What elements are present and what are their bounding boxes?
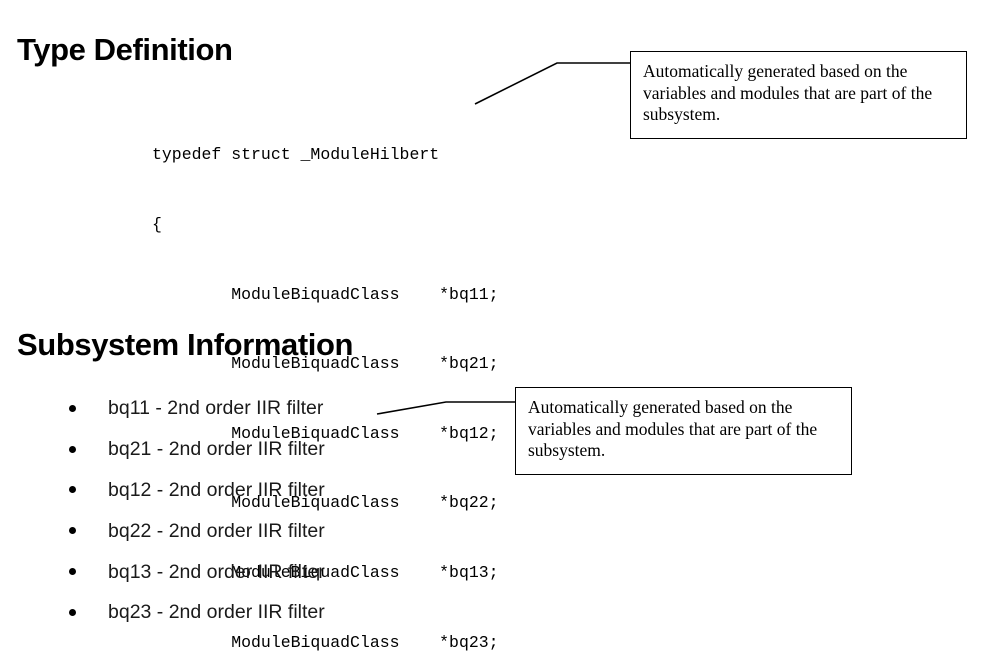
list-item: bq21 - 2nd order IIR filter	[63, 429, 325, 470]
bullet-dot-icon	[69, 445, 76, 453]
callout-text: Automatically generated based on the var…	[528, 397, 818, 460]
code-block-typedef: typedef struct _ModuleHilbert { ModuleBi…	[152, 97, 499, 663]
list-item-label: bq21 - 2nd order IIR filter	[108, 438, 325, 461]
bullet-dot-icon	[69, 527, 76, 535]
callout-box-subsystem: Automatically generated based on the var…	[515, 387, 852, 475]
callout-text: Automatically generated based on the var…	[643, 61, 933, 124]
subsystem-bullet-list: bq11 - 2nd order IIR filter bq21 - 2nd o…	[63, 388, 325, 633]
code-line: {	[152, 215, 162, 234]
bullet-dot-icon	[69, 568, 76, 576]
callout-box-typedef: Automatically generated based on the var…	[630, 51, 967, 139]
code-line: ModuleBiquadClass *bq12;	[152, 423, 499, 443]
page-title-subsystem-information: Subsystem Information	[17, 327, 354, 362]
list-item-label: bq22 - 2nd order IIR filter	[108, 519, 325, 542]
code-line: ModuleBiquadClass *bq11;	[152, 284, 499, 304]
list-item-label: bq12 - 2nd order IIR filter	[108, 478, 325, 501]
bullet-dot-icon	[69, 486, 76, 494]
list-item: bq11 - 2nd order IIR filter	[63, 388, 325, 429]
page-title-type-definition: Type Definition	[17, 32, 233, 67]
bullet-dot-icon	[69, 608, 76, 616]
code-line: typedef struct _ModuleHilbert	[152, 145, 440, 165]
code-line: ModuleBiquadClass *bq23;	[152, 632, 499, 652]
code-line: ModuleBiquadClass *bq21;	[152, 354, 499, 374]
bullet-dot-icon	[69, 404, 76, 412]
list-item: bq12 - 2nd order IIR filter	[63, 470, 325, 511]
code-line: ModuleBiquadClass *bq13;	[152, 562, 499, 582]
list-item: bq23 - 2nd order IIR filter	[63, 592, 325, 633]
list-item-label: bq11 - 2nd order IIR filter	[108, 397, 324, 420]
list-item: bq22 - 2nd order IIR filter	[63, 510, 325, 551]
list-item: bq13 - 2nd order IIR filter	[63, 551, 325, 592]
list-item-label: bq23 - 2nd order IIR filter	[108, 601, 325, 624]
list-item-label: bq13 - 2nd order IIR filter	[108, 560, 325, 583]
code-line: ModuleBiquadClass *bq22;	[152, 493, 499, 513]
